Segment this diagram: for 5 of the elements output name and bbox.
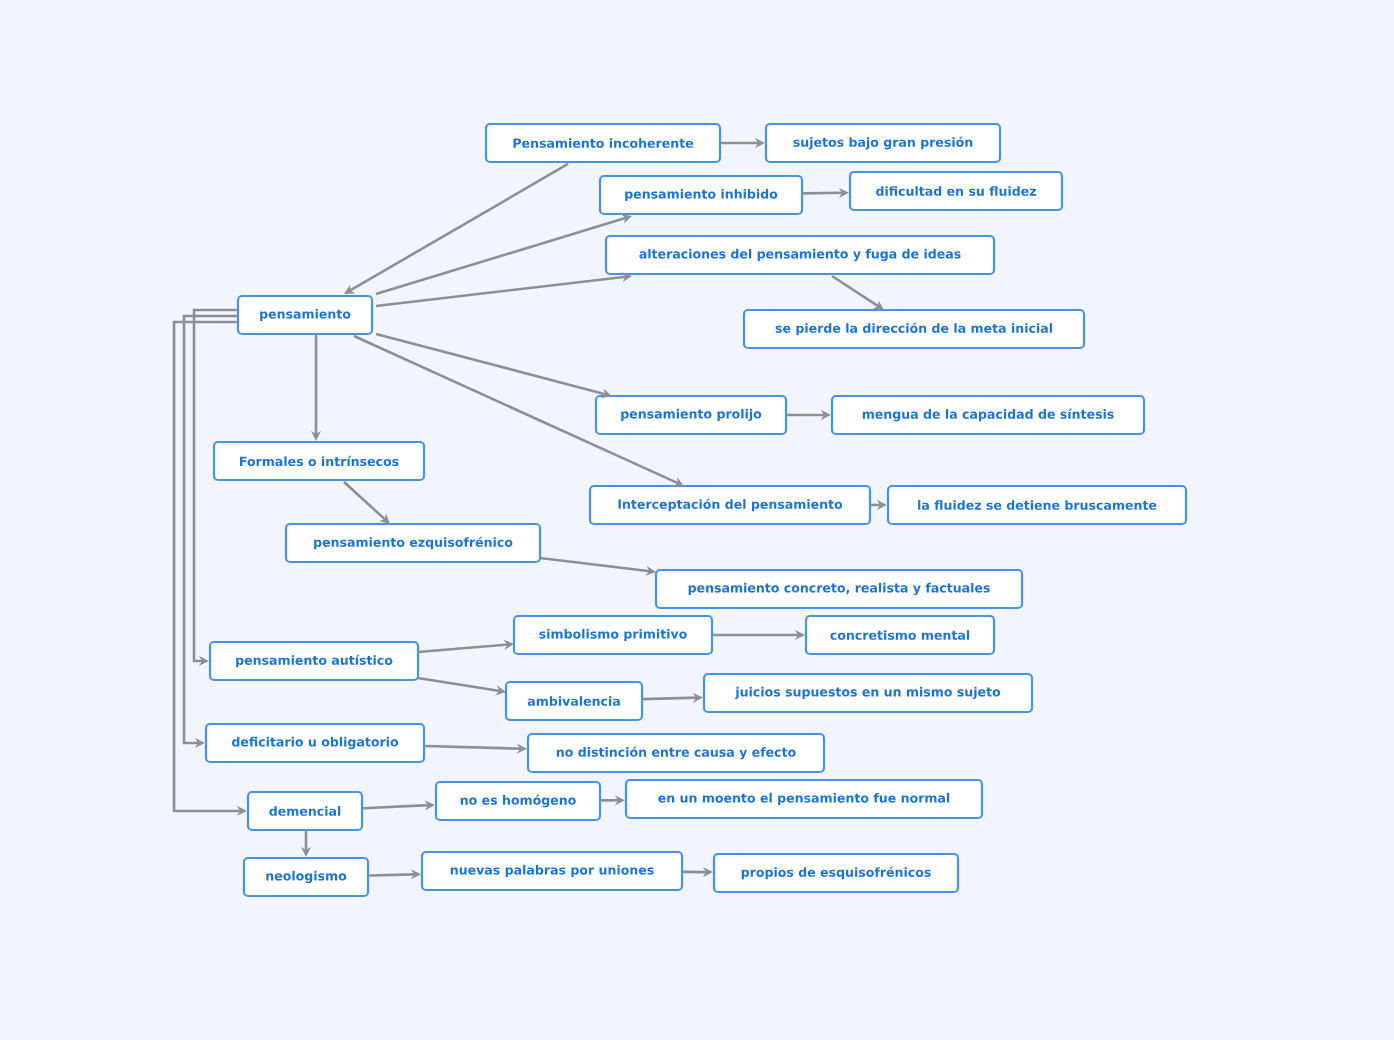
arrow	[375, 214, 632, 296]
arrow	[344, 162, 569, 294]
arrow	[343, 481, 390, 524]
arrow	[353, 334, 684, 487]
arrow	[831, 274, 884, 310]
